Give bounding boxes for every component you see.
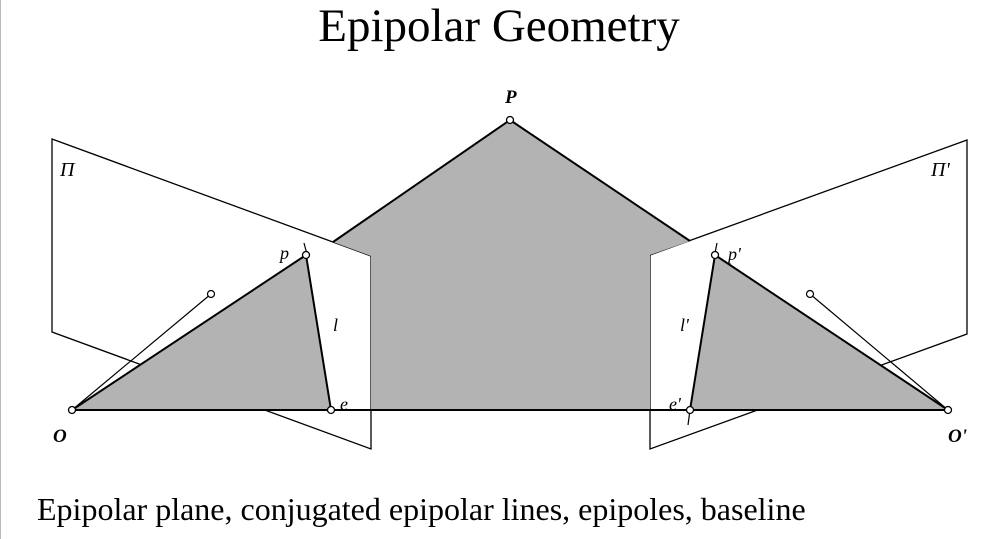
ray-P-left [332, 119, 511, 243]
label-e-left: e [340, 394, 348, 414]
principal-point-left [206, 289, 216, 299]
slide-left-border [0, 0, 1, 539]
epipole-e-right [685, 405, 695, 415]
ray-P-right [509, 119, 691, 242]
label-O-left: O [53, 426, 67, 447]
slide-title: Epipolar Geometry [318, 0, 680, 52]
label-pi-left: Π [59, 159, 76, 181]
label-l-left: l [333, 315, 338, 335]
label-p-right: p' [726, 244, 742, 264]
camera-center-O [67, 405, 77, 415]
principal-point-right [805, 289, 815, 299]
point-p-right [710, 250, 720, 260]
epipole-e-left [326, 405, 336, 415]
epipolar-plane-center [333, 120, 690, 410]
label-O-right: O' [948, 426, 967, 447]
optical-axis-right [809, 293, 949, 411]
slide-caption: Epipolar plane, conjugated epipolar line… [37, 491, 806, 527]
point-p-left [301, 250, 311, 260]
label-e-right: e' [669, 394, 682, 414]
camera-center-O-prime [943, 405, 953, 415]
label-P: P [504, 87, 517, 108]
point-P [505, 115, 515, 125]
label-pi-right: Π' [930, 159, 950, 181]
label-l-right: l' [680, 315, 690, 335]
label-p-left: p [278, 243, 289, 263]
optical-axis-left [71, 293, 212, 411]
